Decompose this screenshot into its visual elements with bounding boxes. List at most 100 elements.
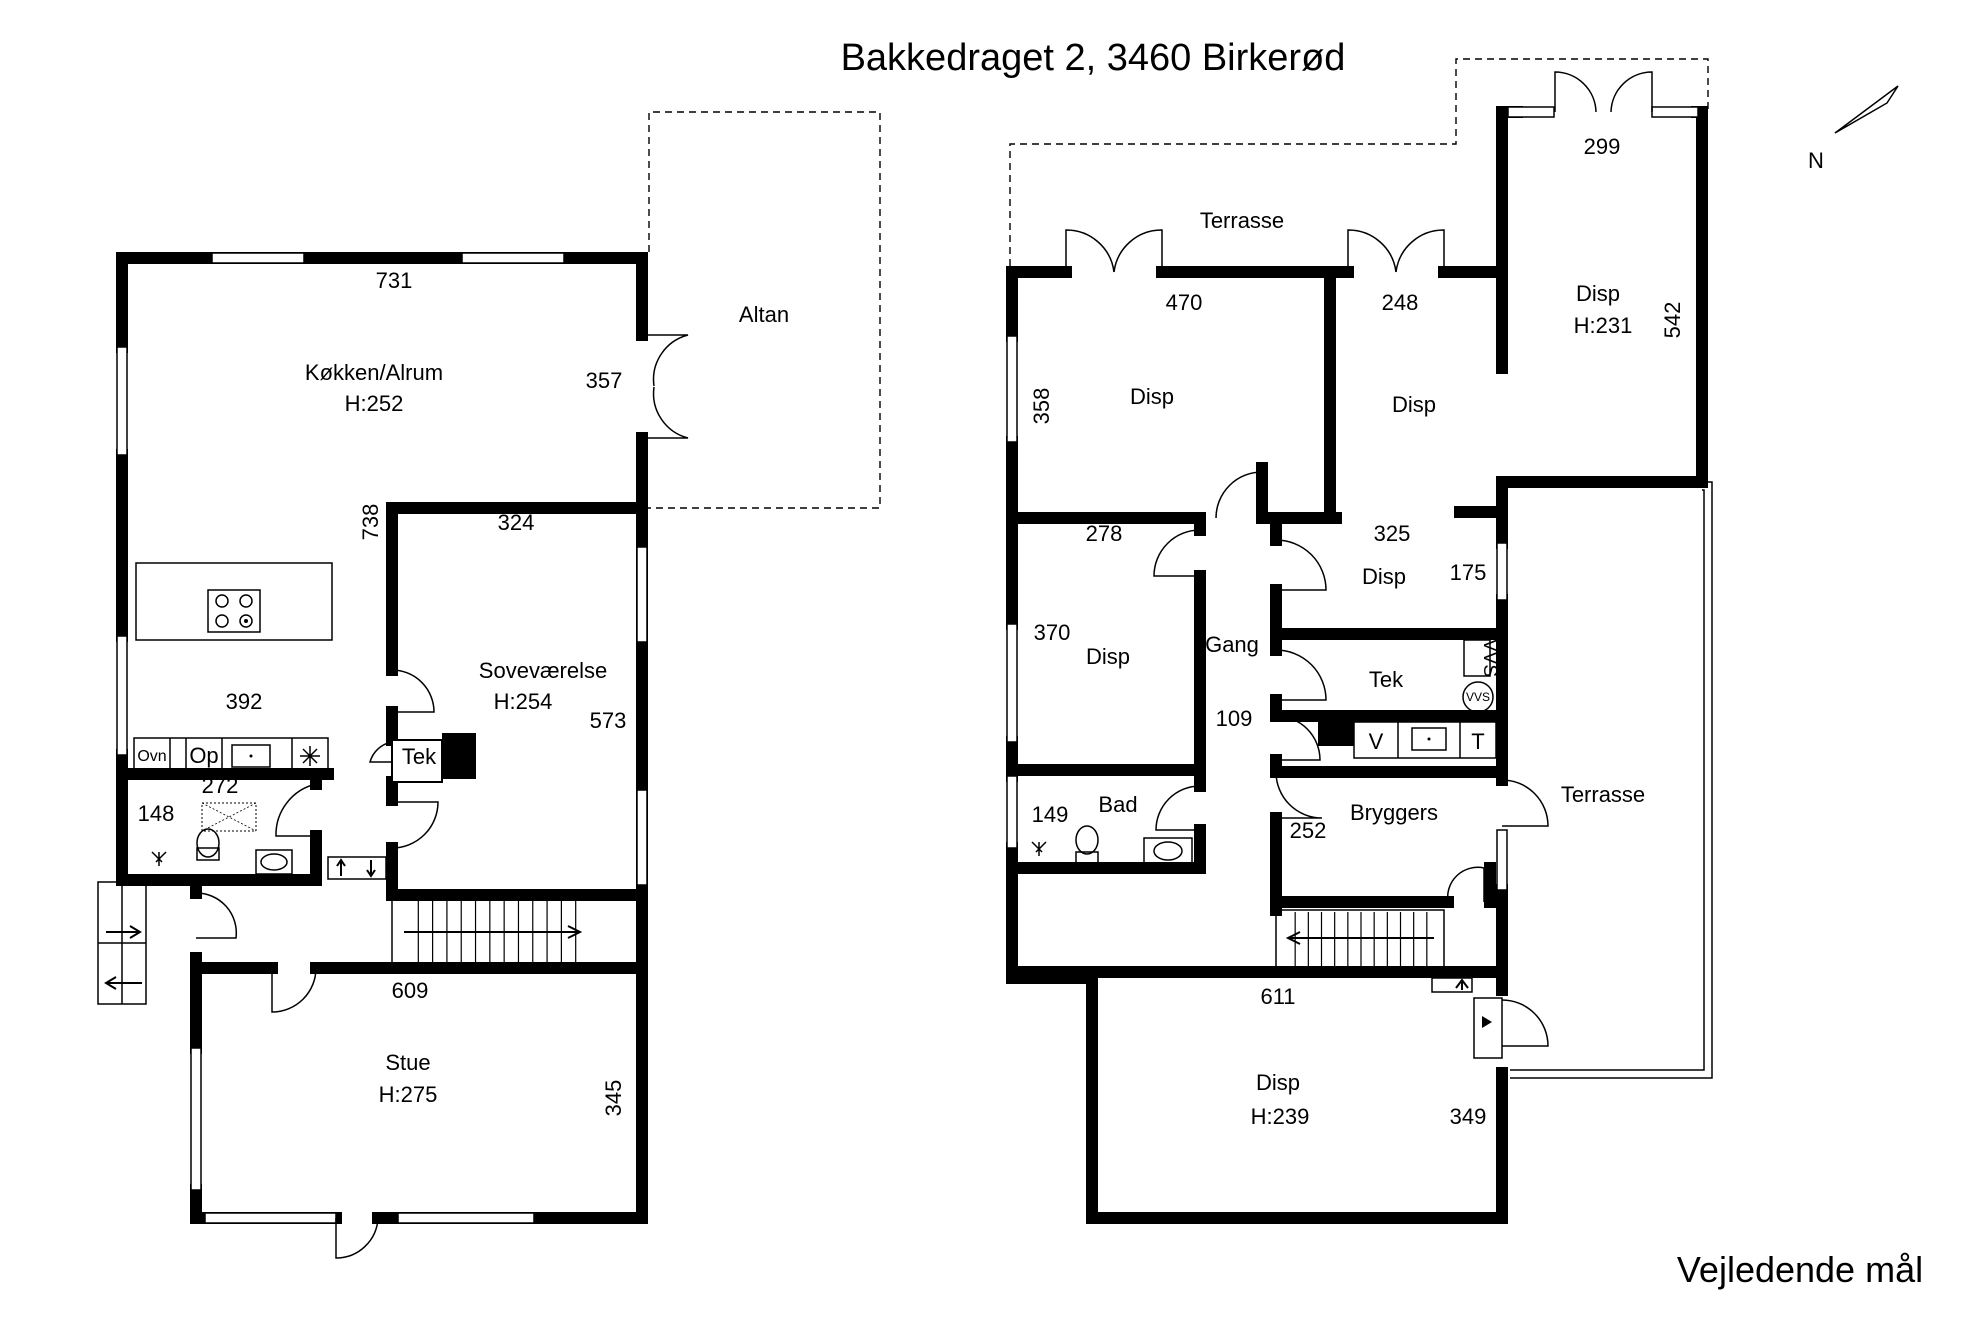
room-label-disp-right: Disp <box>1576 281 1620 306</box>
room-label-disp-middle: Disp <box>1392 392 1436 417</box>
shower-drain-icon <box>151 851 167 866</box>
ventilation-icon <box>327 856 387 880</box>
door-swing <box>1275 771 1323 819</box>
door-swing <box>1347 229 1397 273</box>
basement-floor-plan: VVS VVS V T <box>1006 58 1713 1224</box>
bedroom-north-west-wall <box>386 502 648 676</box>
dim-disp-left-depth: 370 <box>1034 620 1071 645</box>
door-swing <box>1501 999 1549 1047</box>
room-label-tech: Tek <box>1369 667 1404 692</box>
door-swing <box>195 892 238 939</box>
door-swing <box>1395 229 1445 273</box>
room-label-bath: Bad <box>1098 792 1137 817</box>
door-swing <box>1065 229 1115 273</box>
dim-disp-bottom-width: 611 <box>1260 984 1295 1009</box>
terrace-outline <box>1009 58 1709 266</box>
basement-north-wall-a <box>1006 266 1072 342</box>
window <box>636 546 648 643</box>
dim-door-299: 299 <box>1584 134 1621 159</box>
room-label-living: Stue <box>385 1050 430 1075</box>
room-height-disp-bottom: H:239 <box>1251 1104 1310 1129</box>
footer-note: Vejledende mål <box>1677 1249 1923 1290</box>
toilet-icon <box>1075 825 1099 865</box>
vvs-label-2: VVS <box>1466 690 1490 704</box>
ground-floor-plan: Tek Ovn Op <box>97 111 881 1259</box>
tech-closet <box>391 739 443 783</box>
window <box>190 1047 202 1191</box>
door-swing <box>335 1217 379 1259</box>
door-swing <box>1275 649 1327 701</box>
appliance-washer: V <box>1369 729 1384 754</box>
window <box>116 346 128 456</box>
window <box>1507 106 1555 118</box>
ventilation-icon <box>1431 977 1473 993</box>
toilet-icon <box>196 828 220 861</box>
vvs-box <box>1463 639 1491 677</box>
window <box>461 252 565 264</box>
compass-label: N <box>1808 148 1824 173</box>
dim-living-depth: 345 <box>601 1080 626 1117</box>
stair-arrow-icon <box>404 925 583 939</box>
door-swing <box>391 801 439 849</box>
step-arrow-icon <box>104 976 142 990</box>
room-height-kitchen: H:252 <box>345 391 404 416</box>
plan-title: Bakkedraget 2, 3460 Birkerød <box>841 37 1346 79</box>
room-label-hall: Gang <box>1205 632 1259 657</box>
door-swing <box>642 334 689 387</box>
room-label-utility: Bryggers <box>1350 800 1438 825</box>
stair-arrow-icon <box>1285 931 1434 945</box>
terrace-right-outline <box>1510 489 1705 1071</box>
dim-bath-depth: 148 <box>138 801 175 826</box>
cooktop-icon <box>207 589 261 633</box>
disp-right-west-wall <box>1496 106 1523 374</box>
kitchen-outer-wall <box>116 252 648 353</box>
window <box>1651 106 1699 118</box>
dim-kitchen-door-wall: 357 <box>586 368 623 393</box>
door-swing <box>1275 539 1327 591</box>
shower-drain-icon <box>1031 841 1047 856</box>
dim-hall-width: 109 <box>1216 706 1253 731</box>
dim-disp-small-width: 325 <box>1374 521 1411 546</box>
dim-disp-middle-width: 248 <box>1382 290 1419 315</box>
dim-disp-large-depth: 358 <box>1029 388 1054 425</box>
fridge-freezer-icon <box>300 746 320 766</box>
dim-utility-depth: 252 <box>1290 818 1327 843</box>
door-swing <box>391 669 435 713</box>
door-swing <box>642 386 689 439</box>
room-label-balcony: Altan <box>739 302 789 327</box>
chimney <box>442 733 476 779</box>
appliance-dishwasher: Op <box>189 743 218 768</box>
door-swing <box>1155 785 1201 831</box>
dim-counter-width: 392 <box>226 689 263 714</box>
dim-living-width: 609 <box>392 978 429 1003</box>
dim-bedroom-depth: 573 <box>590 708 627 733</box>
door-swing <box>1153 529 1201 577</box>
door-swing <box>369 741 393 763</box>
room-label-terrace-top: Terrasse <box>1200 208 1284 233</box>
appliance-dryer: T <box>1471 729 1484 754</box>
room-label-disp-left: Disp <box>1086 644 1130 669</box>
room-height-disp-right: H:231 <box>1574 313 1633 338</box>
door-swing <box>271 967 317 1013</box>
window <box>397 1212 535 1224</box>
room-label-kitchen: Køkken/Alrum <box>305 360 443 385</box>
door-swing <box>1215 471 1263 519</box>
dim-kitchen-depth: 738 <box>358 504 383 541</box>
room-label-bedroom: Soveværelse <box>479 658 607 683</box>
window <box>1006 775 1018 849</box>
door-swing <box>1554 71 1597 113</box>
washbasin-icon <box>1143 837 1193 865</box>
door-swing <box>275 783 317 837</box>
entry-landing <box>1473 997 1503 1059</box>
dim-kitchen-width: 731 <box>376 268 413 293</box>
utility-shelf <box>1318 722 1354 746</box>
room-label-disp-large: Disp <box>1130 384 1174 409</box>
window <box>211 252 305 264</box>
window <box>1006 623 1018 743</box>
window <box>636 789 648 886</box>
door-swing <box>1446 866 1485 903</box>
room-height-bedroom: H:254 <box>494 689 553 714</box>
room-label-tech: Tek <box>402 744 437 769</box>
window <box>204 1212 337 1224</box>
